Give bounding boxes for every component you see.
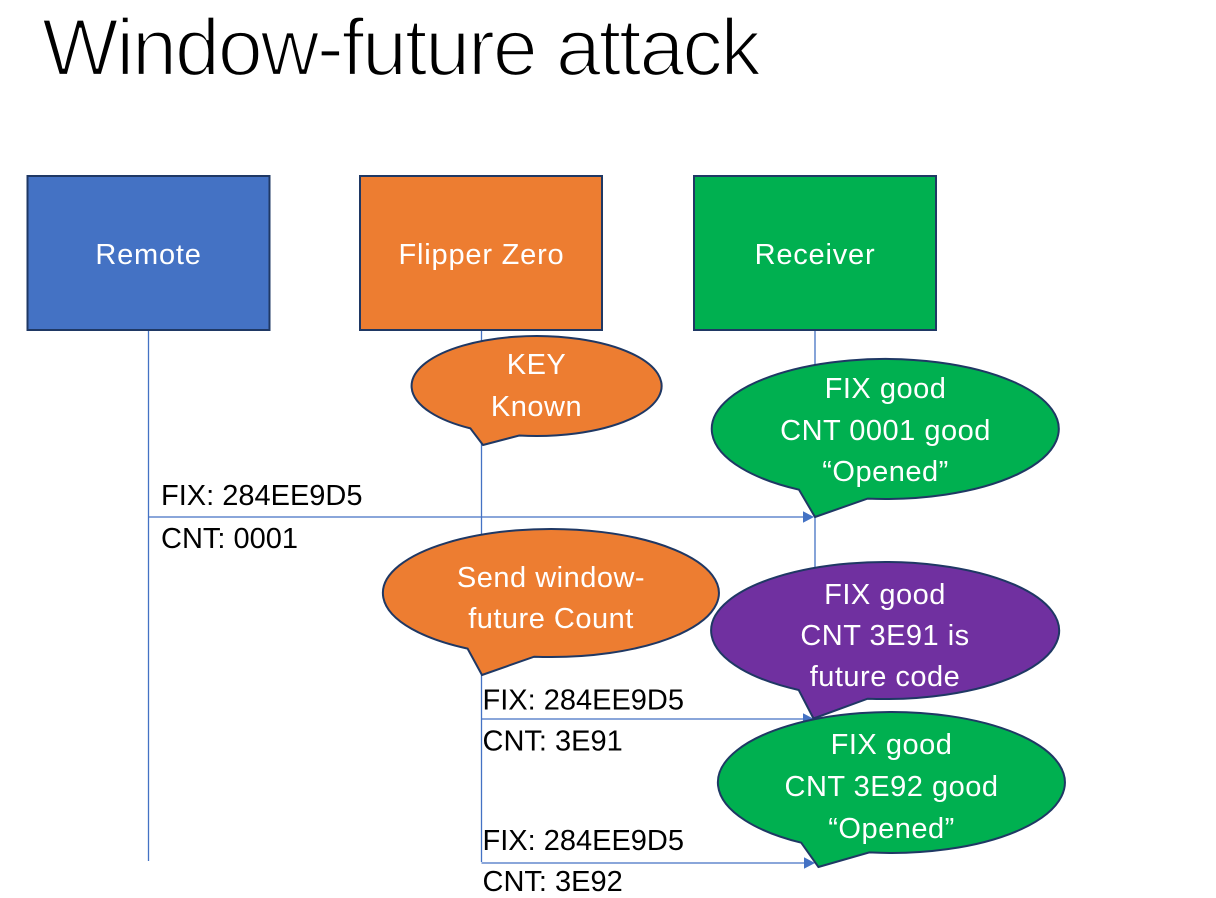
svg-text:“Opened”: “Opened” xyxy=(828,813,955,845)
svg-text:KEY: KEY xyxy=(507,349,567,381)
svg-text:FIX: 284EE9D5: FIX: 284EE9D5 xyxy=(483,825,685,857)
svg-text:Send window-: Send window- xyxy=(457,562,645,594)
svg-text:FIX: 284EE9D5: FIX: 284EE9D5 xyxy=(483,685,685,717)
svg-text:CNT 3E91 is: CNT 3E91 is xyxy=(800,620,969,652)
svg-text:Flipper Zero: Flipper Zero xyxy=(399,239,565,271)
svg-text:FIX: 284EE9D5: FIX: 284EE9D5 xyxy=(161,480,363,512)
svg-text:“Opened”: “Opened” xyxy=(822,456,949,488)
svg-text:CNT: 3E91: CNT: 3E91 xyxy=(483,726,623,758)
svg-text:FIX good: FIX good xyxy=(831,729,953,761)
svg-text:CNT: 3E92: CNT: 3E92 xyxy=(483,866,623,898)
svg-text:CNT: 0001: CNT: 0001 xyxy=(161,523,298,555)
svg-text:CNT 3E92 good: CNT 3E92 good xyxy=(785,771,999,803)
svg-text:FIX good: FIX good xyxy=(824,579,946,611)
svg-text:Receiver: Receiver xyxy=(755,239,876,271)
svg-text:future code: future code xyxy=(810,661,961,693)
svg-text:Known: Known xyxy=(491,391,582,423)
svg-text:CNT 0001 good: CNT 0001 good xyxy=(780,415,991,447)
svg-text:FIX good: FIX good xyxy=(825,373,947,405)
svg-text:Remote: Remote xyxy=(95,239,201,271)
svg-text:future Count: future Count xyxy=(468,603,634,635)
